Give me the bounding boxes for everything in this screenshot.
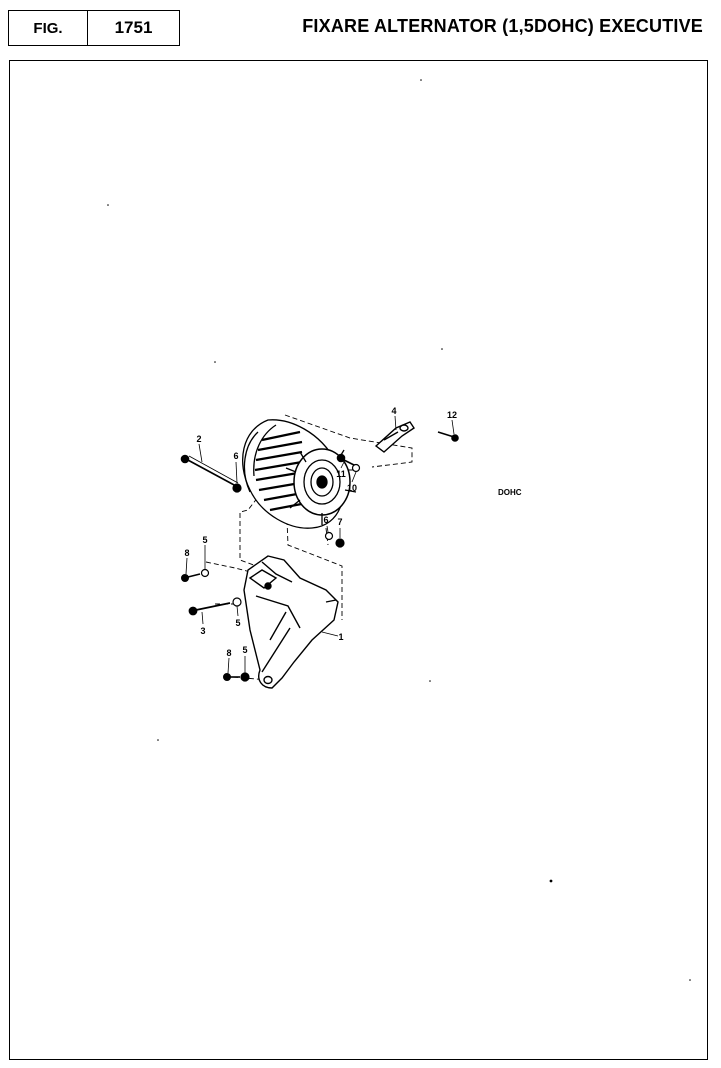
callout-5a: 5 — [202, 535, 207, 545]
washer-5c — [240, 672, 250, 682]
washer-10 — [351, 463, 361, 473]
bolt-8a — [181, 573, 201, 582]
callout-3: 3 — [200, 626, 205, 636]
callout-7: 7 — [337, 517, 342, 527]
bolt-12 — [437, 431, 459, 442]
engine-tag: DOHC — [498, 488, 522, 497]
nut-6b — [324, 531, 334, 541]
callout-6a: 6 — [233, 451, 238, 461]
leader-lines — [185, 415, 455, 674]
page-title: FIXARE ALTERNATOR (1,5DOHC) EXECUTIVE — [302, 16, 703, 36]
callout-5c: 5 — [242, 645, 247, 655]
callout-1: 1 — [338, 632, 343, 642]
callout-8a: 8 — [184, 548, 189, 558]
washer-5a — [200, 568, 210, 578]
mounting-bracket-1 — [243, 555, 339, 689]
callout-12: 12 — [447, 410, 457, 420]
bolt-11 — [336, 453, 357, 467]
fig-number: 1751 — [87, 10, 180, 46]
bolt-2 — [180, 454, 239, 487]
callout-4: 4 — [391, 406, 396, 416]
nut-7 — [335, 538, 345, 548]
callout-2: 2 — [196, 434, 201, 444]
bolt-3 — [188, 602, 231, 616]
washer-5b — [232, 597, 242, 607]
diagram-frame — [9, 60, 708, 1060]
callout-11: 11 — [336, 469, 346, 479]
callout-6b: 6 — [323, 515, 328, 525]
bolt-8b — [223, 672, 240, 681]
callout-10: 10 — [347, 483, 357, 493]
callout-8b: 8 — [226, 648, 231, 658]
alternator — [242, 419, 357, 529]
callout-5b: 5 — [235, 618, 240, 628]
print-specks — [107, 79, 691, 981]
nut-6a — [232, 483, 242, 493]
